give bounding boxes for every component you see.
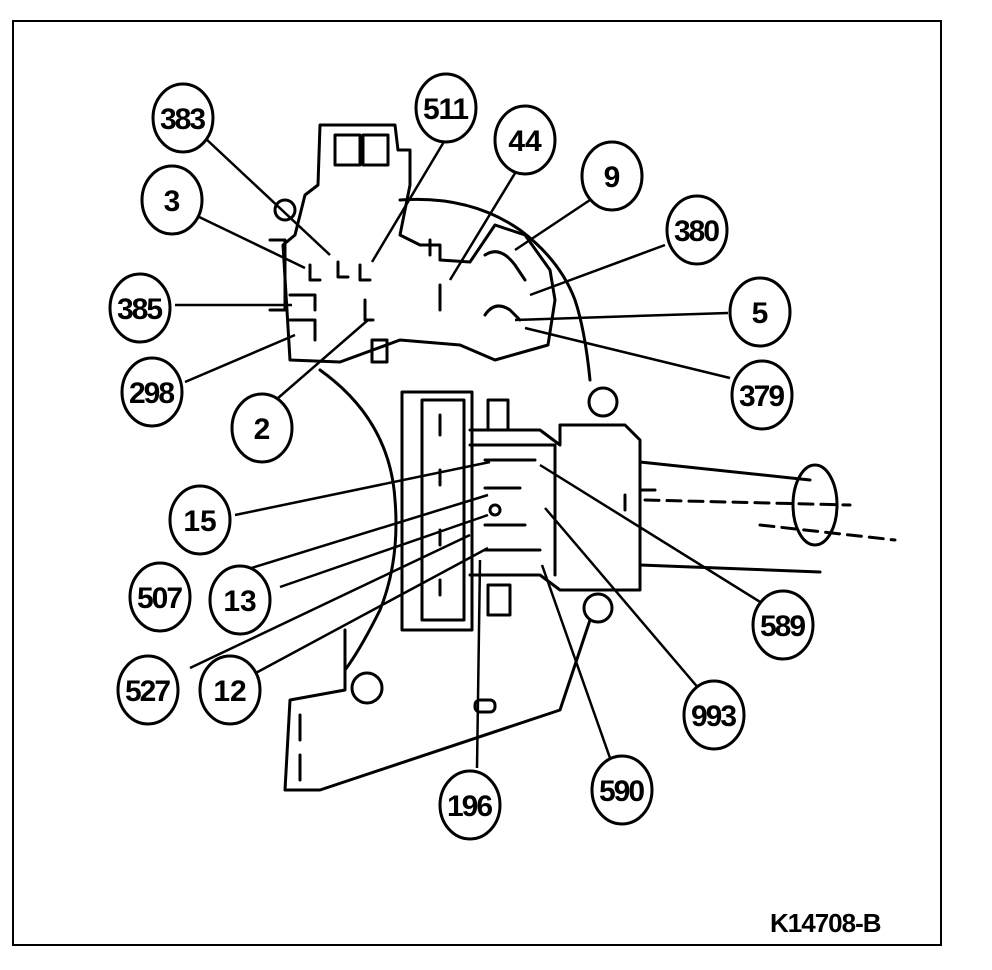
leader-lines: [175, 137, 766, 769]
callout-circle: [120, 356, 184, 428]
callout-527: 527: [116, 654, 180, 726]
callout-589: 589: [751, 589, 815, 661]
callout-383: 383: [151, 82, 215, 154]
callout-44: 44: [493, 104, 557, 176]
callout-circle: [151, 82, 215, 154]
callout-circle: [682, 679, 746, 751]
callout-circle: [140, 164, 204, 236]
callout-number: 380: [674, 215, 720, 248]
callout-circle: [128, 561, 192, 633]
callout-993: 993: [682, 679, 746, 751]
callout-circle: [116, 654, 180, 726]
callout-5: 5: [728, 276, 792, 348]
upper-switch-module: [268, 123, 557, 364]
callout-number: 44: [508, 125, 542, 158]
callout-12: 12: [198, 654, 262, 726]
callout-590: 590: [590, 754, 654, 826]
lower-switch-module: [283, 386, 642, 792]
callout-13: 13: [208, 564, 272, 636]
callout-number: 379: [739, 380, 785, 413]
callout-number: 993: [691, 700, 737, 733]
callout-number: 3: [164, 185, 181, 218]
callout-number: 385: [117, 293, 163, 326]
callout-2: 2: [230, 392, 294, 464]
column-arc: [318, 368, 398, 672]
callout-3: 3: [140, 164, 204, 236]
callout-number: 383: [160, 103, 206, 136]
callout-circle: [414, 72, 478, 144]
callout-circle: [590, 754, 654, 826]
callout-number: 9: [604, 161, 621, 194]
callout-507: 507: [128, 561, 192, 633]
stalk-lever: [638, 460, 897, 574]
callout-number: 2: [254, 413, 271, 446]
callout-circle: [580, 140, 644, 212]
callout-number: 15: [183, 505, 216, 538]
callout-number: 5: [752, 297, 769, 330]
callout-number: 590: [599, 775, 645, 808]
callout-380: 380: [665, 194, 729, 266]
callout-circle: [208, 564, 272, 636]
callout-15: 15: [168, 484, 232, 556]
diagram-frame: [12, 20, 942, 946]
callout-number: 589: [760, 610, 806, 643]
figure-id: K14708-B: [770, 908, 882, 938]
callout-379: 379: [730, 359, 794, 431]
callout-circle: [751, 589, 815, 661]
callout-number: 13: [223, 585, 256, 618]
column-arc-top: [398, 197, 592, 382]
callout-number: 196: [447, 790, 493, 823]
callout-circle: [108, 272, 172, 344]
callout-number: 527: [125, 675, 171, 708]
callout-number: 298: [129, 377, 175, 410]
callout-circle: [438, 769, 502, 841]
callout-circle: [665, 194, 729, 266]
callout-circle: [168, 484, 232, 556]
callout-circle: [728, 276, 792, 348]
callout-number: 511: [423, 93, 469, 126]
callout-9: 9: [580, 140, 644, 212]
callout-number: 12: [213, 675, 246, 708]
callout-circle: [493, 104, 557, 176]
callout-circle: [198, 654, 262, 726]
callout-298: 298: [120, 356, 184, 428]
callout-385: 385: [108, 272, 172, 344]
callout-number: 507: [137, 582, 183, 615]
callout-circle: [730, 359, 794, 431]
callout-196: 196: [438, 769, 502, 841]
callout-circle: [230, 392, 294, 464]
callout-511: 511: [414, 72, 478, 144]
callout-balloons: 383 511 44 9 3 380 385 5 298 379 2 15 507 13 589 527 12 9…: [108, 72, 815, 841]
